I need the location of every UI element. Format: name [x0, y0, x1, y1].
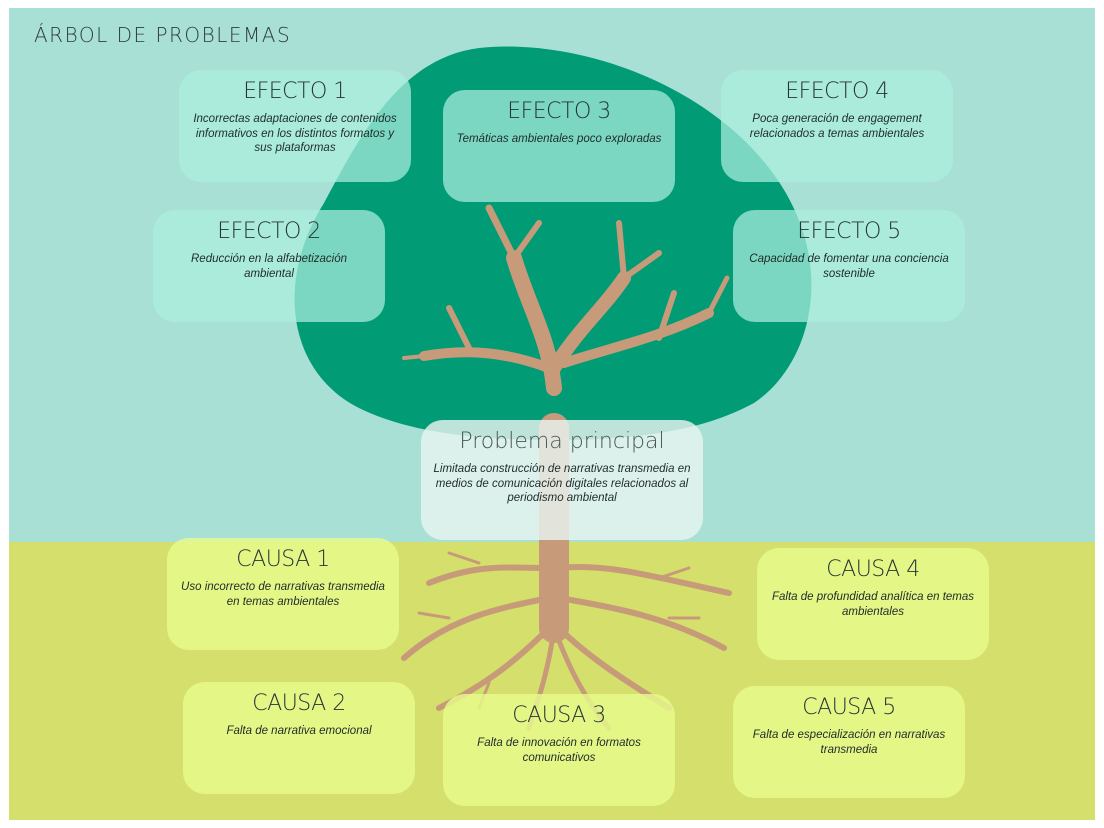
poster-canvas: ÁRBOL DE PROBLEMAS EFECTO 1 Incorrectas …	[9, 8, 1095, 820]
main-problem-text: Limitada construcción de narrativas tran…	[433, 463, 691, 504]
tree-illustration	[294, 46, 812, 731]
main-problem-title: Problema principal	[459, 429, 665, 454]
cause-title: CAUSA 2	[252, 691, 346, 716]
cause-card-5: CAUSA 5 Falta de especialización en narr…	[733, 686, 965, 798]
effect-text: Temáticas ambientales poco exploradas	[456, 133, 662, 146]
effect-card-2: EFECTO 2 Reducción en la alfabetización …	[153, 210, 385, 322]
cause-card-4: CAUSA 4 Falta de profundidad analítica e…	[757, 548, 989, 660]
cause-title: CAUSA 5	[802, 695, 896, 720]
effect-text: Poca generación de engagement relacionad…	[749, 113, 925, 140]
effect-title: EFECTO 2	[217, 219, 321, 244]
effect-text: Incorrectas adaptaciones de contenidos i…	[193, 113, 397, 154]
cause-text: Falta de narrativa emocional	[226, 725, 372, 738]
effect-title: EFECTO 5	[797, 219, 901, 244]
effect-text: Reducción en la alfabetización ambiental	[191, 253, 347, 280]
cause-card-1: CAUSA 1 Uso incorrecto de narrativas tra…	[167, 538, 399, 650]
cause-card-3: CAUSA 3 Falta de innovación en formatos …	[443, 694, 675, 806]
effect-title: EFECTO 4	[785, 79, 889, 104]
cause-text: Falta de innovación en formatos comunica…	[477, 737, 641, 764]
effect-card-3: EFECTO 3 Temáticas ambientales poco expl…	[443, 90, 675, 202]
cause-title: CAUSA 4	[826, 557, 920, 582]
cause-title: CAUSA 3	[512, 703, 606, 728]
cause-text: Uso incorrecto de narrativas transmedia …	[181, 581, 385, 608]
effect-card-4: EFECTO 4 Poca generación de engagement r…	[721, 70, 953, 182]
cause-text: Falta de especialización en narrativas t…	[752, 729, 946, 756]
effect-title: EFECTO 3	[507, 99, 611, 124]
page-title: ÁRBOL DE PROBLEMAS	[34, 23, 292, 47]
effect-card-5: EFECTO 5 Capacidad de fomentar una conci…	[733, 210, 965, 322]
cause-card-2: CAUSA 2 Falta de narrativa emocional	[183, 682, 415, 794]
effect-text: Capacidad de fomentar una conciencia sos…	[749, 253, 949, 280]
effect-card-1: EFECTO 1 Incorrectas adaptaciones de con…	[179, 70, 411, 182]
cause-title: CAUSA 1	[236, 547, 330, 572]
main-problem-card: Problema principal Limitada construcción…	[421, 420, 703, 540]
cause-text: Falta de profundidad analítica en temas …	[771, 591, 975, 618]
tree-canopy	[294, 46, 812, 440]
effect-title: EFECTO 1	[243, 79, 347, 104]
